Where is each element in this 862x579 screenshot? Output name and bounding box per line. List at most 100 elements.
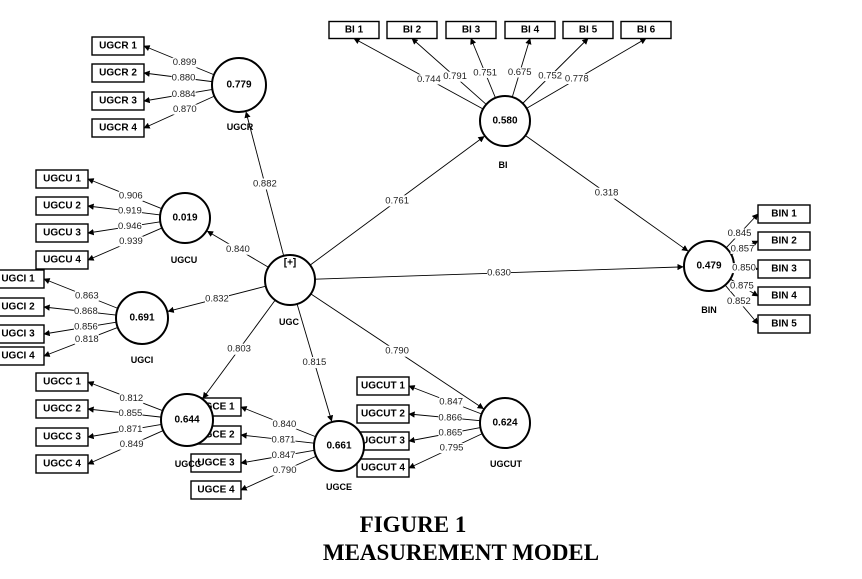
path-coefficient: 0.882: [253, 178, 277, 189]
loading-value: 0.919: [118, 206, 142, 217]
path-coefficient-background: [204, 293, 229, 305]
indicator-bin-1: BIN 1: [757, 204, 811, 224]
indicator-ugce-4: UGCE 4: [190, 480, 242, 500]
indicator-box: [620, 20, 672, 40]
loading-value: 0.866: [438, 412, 462, 423]
indicator-label: BI 2: [403, 25, 422, 36]
loading-value-background: [117, 221, 142, 232]
indicator-label: UGCUT 3: [361, 436, 405, 447]
indicator-ugcut-4: UGCUT 4: [356, 458, 410, 478]
construct-circle: [211, 57, 267, 113]
loading-value-background: [271, 450, 296, 461]
loading-value-background: [416, 74, 441, 85]
indicator-label: UGCR 3: [99, 96, 137, 107]
loading-value: 0.778: [565, 74, 589, 85]
indicator-bi-6: BI 6: [620, 20, 672, 40]
path-coefficient: 0.790: [385, 346, 409, 357]
construct-r-squared: 0.479: [696, 261, 721, 272]
indicator-box: [757, 204, 811, 224]
indicator-box: [91, 36, 145, 56]
construct-r-squared: 0.779: [226, 80, 251, 91]
loading-arrow: [522, 38, 589, 104]
loading-value-background: [730, 243, 755, 254]
figure-title: MEASUREMENT MODEL: [322, 540, 600, 565]
indicator-bi-4: BI 4: [504, 20, 556, 40]
indicator-box: [35, 399, 89, 419]
indicator-label: BIN 5: [771, 319, 797, 330]
loading-arrow: [526, 38, 647, 109]
loading-bi-1: [353, 38, 484, 110]
indicator-box: [91, 91, 145, 111]
indicator-label: UGCE 2: [197, 430, 235, 441]
indicator-label: UGCE 1: [197, 402, 235, 413]
loading-value-background: [118, 408, 143, 419]
construct-circle: [479, 397, 531, 449]
construct-label: BI: [499, 160, 508, 170]
loading-value: 0.852: [727, 296, 751, 307]
construct-circle: [479, 95, 531, 147]
indicator-box: [757, 259, 811, 279]
indicator-ugce-3: UGCE 3: [190, 453, 242, 473]
indicator-ugcc-4: UGCC 4: [35, 454, 89, 474]
construct-label: UGCI: [131, 355, 154, 365]
indicator-box: [757, 286, 811, 306]
indicator-ugcr-1: UGCR 1: [91, 36, 145, 56]
indicator-ugcr-4: UGCR 4: [91, 118, 145, 138]
path-coefficient-background: [594, 187, 619, 199]
indicator-box: [757, 314, 811, 334]
loading-value-background: [118, 236, 143, 247]
loading-value-background: [438, 428, 463, 439]
loading-value: 0.870: [173, 104, 197, 115]
indicator-bin-2: BIN 2: [757, 231, 811, 251]
indicator-label: BI 4: [521, 25, 540, 36]
indicator-bi-1: BI 1: [328, 20, 380, 40]
construct-r-squared: 0.624: [492, 418, 517, 429]
indicator-label: BI 1: [345, 25, 364, 36]
loading-value-background: [117, 206, 142, 217]
indicator-ugcut-1: UGCUT 1: [356, 376, 410, 396]
indicator-box: [328, 20, 380, 40]
loading-value: 0.744: [417, 74, 441, 85]
loading-value-background: [272, 465, 297, 476]
path-coefficient-background: [385, 345, 410, 357]
indicator-box: [35, 169, 89, 189]
loading-value-background: [538, 71, 563, 82]
path-coefficient-background: [252, 178, 277, 190]
loading-value: 0.840: [272, 419, 296, 430]
loading-value-background: [74, 291, 99, 302]
loading-value-background: [443, 71, 468, 82]
loading-value: 0.849: [120, 439, 144, 450]
loading-value-background: [507, 67, 532, 78]
loading-value-background: [118, 191, 143, 202]
indicator-ugcut-2: UGCUT 2: [356, 404, 410, 424]
indicator-bi-2: BI 2: [386, 20, 438, 40]
loading-value-background: [727, 228, 752, 239]
loading-value: 0.847: [272, 450, 296, 461]
indicator-box: [356, 404, 410, 424]
construct-r-squared: 0.691: [129, 313, 154, 324]
indicator-label: UGCI 4: [1, 351, 35, 362]
indicator-label: BI 5: [579, 25, 598, 36]
path-coefficient-background: [225, 243, 250, 255]
construct-label: UGCE: [326, 482, 352, 492]
indicator-label: BIN 3: [771, 264, 797, 275]
indicator-box: [190, 453, 242, 473]
indicator-ugcut-3: UGCUT 3: [356, 431, 410, 451]
indicator-label: UGCUT 4: [361, 463, 405, 474]
indicator-box: [0, 269, 45, 289]
path-coefficient: 0.761: [385, 195, 409, 206]
construct-label: UGCC: [175, 459, 202, 469]
construct-label: BIN: [701, 305, 717, 315]
loading-value: 0.899: [173, 57, 197, 68]
indicator-label: UGCU 3: [43, 228, 81, 239]
loading-value-background: [272, 419, 297, 430]
loading-value: 0.751: [473, 67, 497, 78]
loading-value: 0.790: [273, 465, 297, 476]
indicator-label: UGCC 4: [43, 459, 81, 470]
loading-value: 0.946: [118, 221, 142, 232]
loading-value: 0.880: [172, 72, 196, 83]
